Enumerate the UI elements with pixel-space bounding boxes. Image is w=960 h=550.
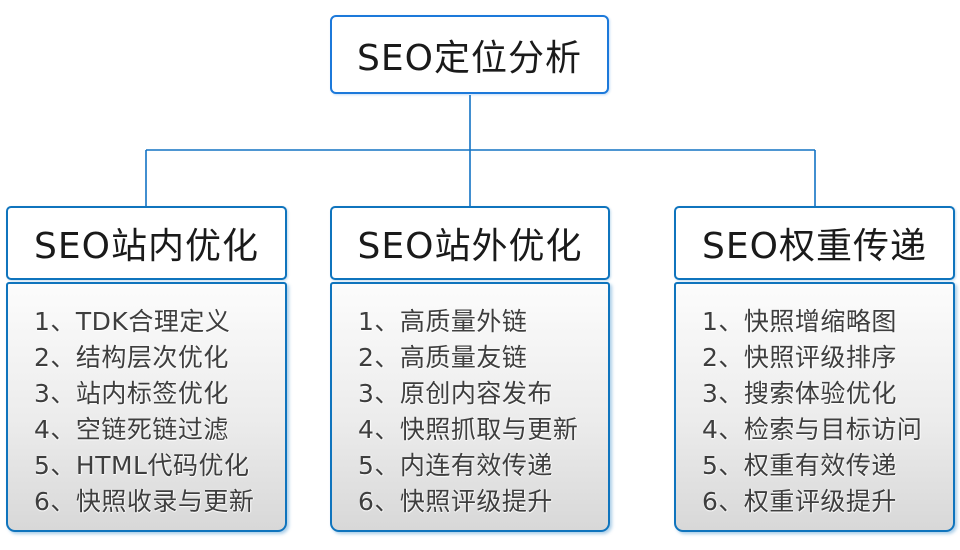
list-item: 2、高质量友链 bbox=[358, 343, 528, 372]
list-item: 1、TDK合理定义 bbox=[34, 307, 231, 336]
branch-list-onsite: 1、TDK合理定义 2、结构层次优化 3、站内标签优化 4、空链死链过滤 5、H… bbox=[6, 282, 287, 532]
list-item: 3、站内标签优化 bbox=[34, 379, 229, 408]
list-item: 6、快照收录与更新 bbox=[34, 487, 255, 516]
list-item: 5、权重有效传递 bbox=[702, 451, 897, 480]
branch-title: SEO站内优化 bbox=[34, 226, 259, 267]
list-item: 6、权重评级提升 bbox=[702, 487, 897, 516]
list-item: 1、高质量外链 bbox=[358, 307, 528, 336]
branch-header-onsite: SEO站内优化 bbox=[6, 206, 287, 280]
list-item: 6、快照评级提升 bbox=[358, 487, 553, 516]
list-item: 4、空链死链过滤 bbox=[34, 415, 229, 444]
branch-header-offsite: SEO站外优化 bbox=[330, 206, 610, 280]
list-item: 3、原创内容发布 bbox=[358, 379, 553, 408]
list-item: 5、内连有效传递 bbox=[358, 451, 553, 480]
branch-list-offsite: 1、高质量外链 2、高质量友链 3、原创内容发布 4、快照抓取与更新 5、内连有… bbox=[330, 282, 610, 532]
root-node: SEO定位分析 bbox=[330, 15, 609, 94]
list-item: 4、快照抓取与更新 bbox=[358, 415, 579, 444]
branch-list-weight: 1、快照增缩略图 2、快照评级排序 3、搜索体验优化 4、检索与目标访问 5、权… bbox=[674, 282, 955, 532]
list-item: 2、结构层次优化 bbox=[34, 343, 229, 372]
list-item: 5、HTML代码优化 bbox=[34, 451, 250, 480]
branch-title: SEO站外优化 bbox=[357, 226, 583, 267]
list-item: 2、快照评级排序 bbox=[702, 343, 897, 372]
branch-header-weight: SEO权重传递 bbox=[674, 206, 955, 280]
root-node-title: SEO定位分析 bbox=[357, 37, 582, 79]
list-item: 1、快照增缩略图 bbox=[702, 307, 897, 336]
branch-title: SEO权重传递 bbox=[702, 226, 927, 267]
list-item: 3、搜索体验优化 bbox=[702, 379, 897, 408]
list-item: 4、检索与目标访问 bbox=[702, 415, 923, 444]
